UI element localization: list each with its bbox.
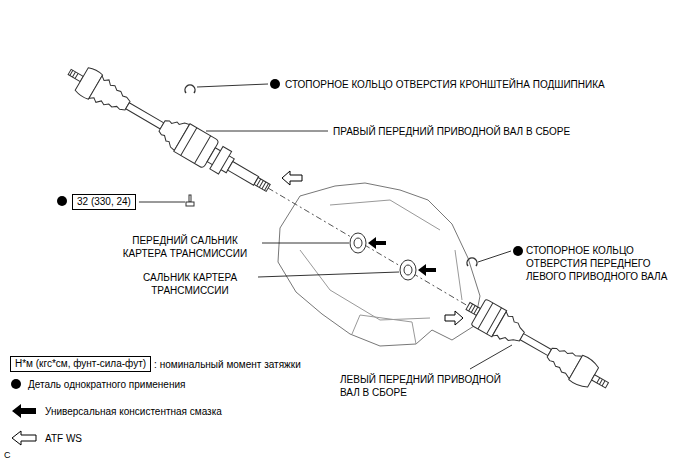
leader-line [206,131,328,132]
box-text: Н*м (кгс*см, фунт-сила-фут) [15,358,146,369]
one-time-use-dot [513,246,523,256]
right-drive-shaft [62,58,277,202]
snap-ring [467,258,477,266]
leader-line [478,251,511,262]
legend-dot [11,379,21,389]
leader-line [258,272,399,277]
transmission-case [278,183,480,346]
leader-line [470,345,512,369]
part-label: САЛЬНИК КАРТЕРА ТРАНСМИССИИ [125,271,255,297]
grease-arrow [368,237,386,249]
oil-seal [404,265,412,275]
legend-text: Универсальная консистентная смазка [45,405,222,418]
part-label: СТОПОРНОЕ КОЛЬЦО ОТВЕРСТИЯ КРОНШТЕЙНА ПО… [285,78,605,91]
bolt-shank [189,195,191,202]
bolt-head [186,202,194,206]
oil-seal [354,238,362,248]
part-label: ПЕРЕДНИЙ САЛЬНИК КАРТЕРА ТРАНСМИССИИ [110,234,260,260]
leader-line [197,84,268,87]
oil-seal [350,233,366,253]
part-label: ПРАВЫЙ ПЕРЕДНИЙ ПРИВОДНОЙ ВАЛ В СБОРЕ [333,125,570,138]
grease-arrow [418,264,436,276]
legend-text: Деталь однократного применения [28,378,185,391]
box-text: 32 (330, 24) [77,196,131,207]
part-label: ЛЕВЫЙ ПЕРЕДНИЙ ПРИВОДНОЙ ВАЛ В СБОРЕ [340,373,518,399]
legend-torque-box: Н*м (кгс*см, фунт-сила-фут) [10,356,151,372]
legend-text: : номинальный момент затяжки [154,358,301,371]
torque-spec-box: 32 (330, 24) [72,194,136,210]
atf-arrow [282,171,302,185]
legend-grease-arrow [12,404,36,418]
part-label: СТОПОРНОЕ КОЛЬЦО ОТВЕРСТИЯ ПЕРЕДНЕГО ЛЕВ… [526,244,682,283]
figure-code: C [4,449,11,462]
legend-text: ATF WS [45,432,82,445]
axis-line [268,188,468,306]
leader-line [262,243,349,244]
one-time-use-dot [57,196,67,206]
oil-seal [400,260,416,280]
snap-ring [185,85,195,93]
atf-arrow [445,311,463,325]
legend-atf-arrow [12,431,36,445]
leader-line [139,202,185,203]
one-time-use-dot [270,79,280,89]
